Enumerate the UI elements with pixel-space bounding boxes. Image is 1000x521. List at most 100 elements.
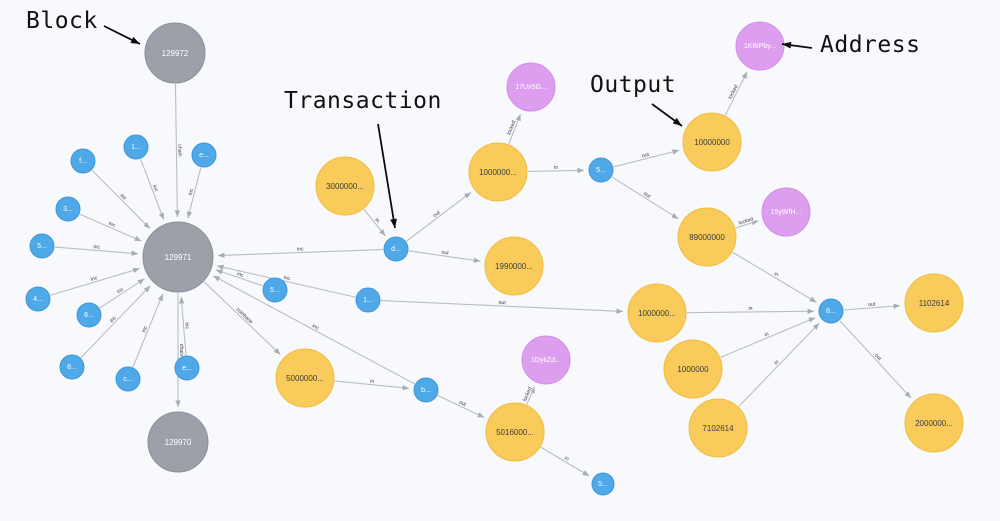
node-circle[interactable] — [521, 335, 571, 385]
node-circle[interactable] — [506, 62, 556, 112]
node-circle[interactable] — [55, 196, 81, 222]
node-circle[interactable] — [29, 233, 55, 259]
nodes-group[interactable]: 129972 129971 129970 f... 1... e... 3... 5... 4.… — [25, 21, 964, 496]
node-label: 129971 — [165, 253, 192, 262]
graph-node-block[interactable]: 129972 — [144, 22, 206, 84]
node-label: 5000000... — [286, 374, 324, 383]
node-circle[interactable] — [484, 236, 544, 296]
node-circle[interactable] — [468, 142, 528, 202]
node-circle[interactable] — [677, 207, 737, 267]
node-circle[interactable] — [355, 287, 381, 313]
edge-label-inc: inc — [93, 244, 100, 251]
graph-node-address[interactable]: 1DykZd... — [521, 335, 571, 385]
graph-node-output[interactable]: 7102614 — [688, 398, 748, 458]
node-label: 5... — [37, 243, 47, 250]
node-label: 3000000... — [326, 182, 364, 191]
graph-edge — [217, 248, 384, 259]
node-circle[interactable] — [147, 411, 209, 473]
node-circle[interactable] — [688, 398, 748, 458]
node-label: 5016000... — [496, 428, 534, 437]
graph-node-output[interactable]: 5016000... — [485, 402, 545, 462]
graph-node-transaction[interactable]: 6... — [76, 302, 102, 328]
graph-node-transaction[interactable]: 1... — [123, 134, 149, 160]
graph-node-output[interactable]: 3000000... — [315, 156, 375, 216]
node-circle[interactable] — [682, 112, 742, 172]
graph-edge — [179, 296, 187, 356]
graph-edge — [140, 158, 165, 220]
node-circle[interactable] — [315, 156, 375, 216]
graph-node-transaction[interactable]: 5... — [591, 472, 615, 496]
graph-edge — [613, 149, 680, 168]
node-circle[interactable] — [123, 134, 149, 160]
edge-label-inc: inc — [119, 193, 128, 202]
graph-node-output[interactable]: 5000000... — [275, 348, 335, 408]
node-circle[interactable] — [904, 393, 964, 453]
graph-node-output[interactable]: 1000000 — [663, 339, 723, 399]
node-circle[interactable] — [25, 286, 51, 312]
node-circle[interactable] — [904, 273, 964, 333]
node-circle[interactable] — [70, 148, 96, 174]
graph-edge — [99, 278, 145, 309]
node-label: 3... — [63, 206, 73, 213]
graph-node-output[interactable]: 10000000 — [682, 112, 742, 172]
graph-node-address[interactable]: 17Ux5G... — [506, 62, 556, 112]
graph-node-transaction[interactable]: 5... — [29, 233, 55, 259]
node-label: f... — [79, 158, 87, 165]
graph-edge — [437, 395, 485, 418]
edge-label-in: in — [748, 306, 752, 312]
graph-node-transaction[interactable]: e... — [191, 142, 217, 168]
graph-node-output[interactable]: 2000000... — [904, 393, 964, 453]
graph-node-transaction[interactable]: 4... — [25, 286, 51, 312]
graph-node-output[interactable]: 1102614 — [904, 273, 964, 333]
graph-node-transaction[interactable]: c... — [115, 366, 141, 392]
graph-node-output[interactable]: 89000000 — [677, 207, 737, 267]
node-label: 129970 — [165, 438, 192, 447]
graph-node-transaction[interactable]: d... — [383, 236, 409, 262]
node-circle[interactable] — [588, 157, 614, 183]
node-circle[interactable] — [191, 142, 217, 168]
graph-edge — [79, 213, 142, 242]
node-circle[interactable] — [485, 402, 545, 462]
node-circle[interactable] — [627, 283, 687, 343]
node-circle[interactable] — [115, 366, 141, 392]
node-circle[interactable] — [591, 472, 615, 496]
edge-label-in: in — [554, 165, 558, 171]
graph-edge — [843, 303, 901, 311]
graph-node-transaction[interactable]: 5... — [588, 157, 614, 183]
node-circle[interactable] — [59, 354, 85, 380]
graph-node-address[interactable]: 1KBiPby... — [735, 21, 785, 71]
node-circle[interactable] — [818, 298, 844, 324]
node-circle[interactable] — [663, 339, 723, 399]
graph-node-transaction[interactable]: 8... — [818, 298, 844, 324]
node-circle[interactable] — [142, 221, 214, 293]
graph-node-transaction[interactable]: 8... — [59, 354, 85, 380]
graph-node-block[interactable]: 129971 — [142, 221, 214, 293]
node-circle[interactable] — [383, 236, 409, 262]
graph-edge — [732, 251, 817, 303]
graph-node-block[interactable]: 129970 — [147, 411, 209, 473]
edge-label-out: out — [441, 250, 450, 257]
node-circle[interactable] — [174, 355, 200, 381]
graph-node-transaction[interactable]: 3... — [55, 196, 81, 222]
node-label: 5... — [598, 481, 608, 488]
graph-node-transaction[interactable]: 1... — [355, 287, 381, 313]
node-circle[interactable] — [76, 302, 102, 328]
graph-node-address[interactable]: 15yWfH... — [761, 187, 811, 237]
node-circle[interactable] — [275, 348, 335, 408]
graph-edge — [839, 320, 912, 399]
graph-node-transaction[interactable]: f... — [70, 148, 96, 174]
node-label: 1DykZd... — [531, 357, 561, 364]
graph-node-transaction[interactable]: b... — [413, 377, 439, 403]
graph-node-transaction[interactable]: 5... — [262, 277, 288, 303]
graph-node-output[interactable]: 1000000... — [468, 142, 528, 202]
node-circle[interactable] — [413, 377, 439, 403]
graph-edge — [611, 176, 679, 220]
node-circle[interactable] — [761, 187, 811, 237]
node-circle[interactable] — [144, 22, 206, 84]
graph-node-transaction[interactable]: e... — [174, 355, 200, 381]
node-circle[interactable] — [262, 277, 288, 303]
graph-node-output[interactable]: 1990000... — [484, 236, 544, 296]
graph-node-output[interactable]: 1000000... — [627, 283, 687, 343]
